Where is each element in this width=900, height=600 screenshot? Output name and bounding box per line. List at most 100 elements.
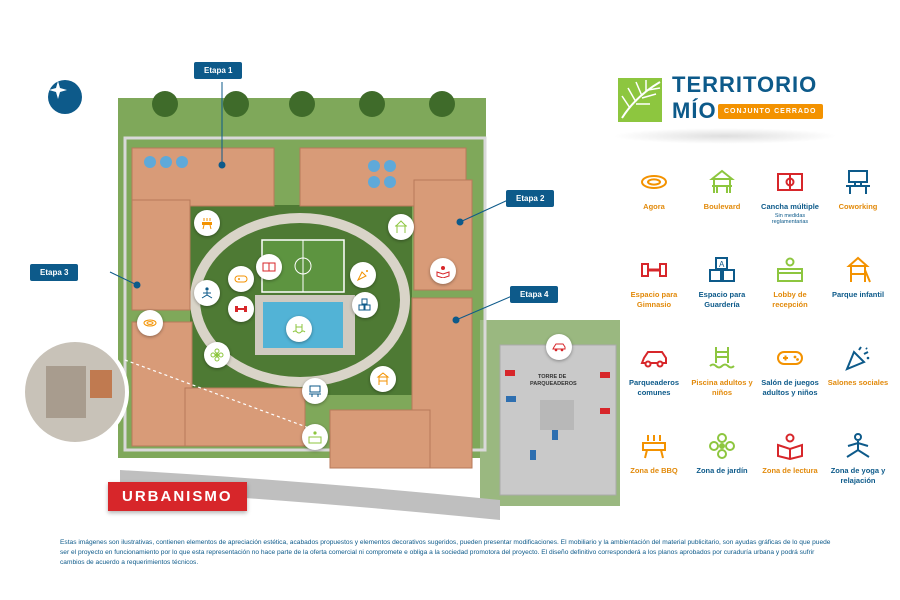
map-pin-bbq[interactable] [194,210,220,236]
legend-item-parking: Parqueaderos comunes [620,344,688,432]
dumbbell-icon [641,263,667,277]
palm-leaf-logo-icon [618,78,662,122]
car-icon [640,351,667,368]
site-plan-map: TORRE DE PARQUEADEROS Etapa 1 Etapa 2 Et… [21,62,620,520]
legend-item-boulevard: Boulevard [688,168,756,256]
reading-icon [777,433,803,460]
legal-disclaimer: Estas imágenes son ilustrativas, contien… [60,539,831,567]
map-pin-garden[interactable] [204,342,230,368]
legend-item-nursery: A Espacio para Guardería [688,256,756,344]
gamepad-icon [777,351,803,365]
flower-icon [709,433,735,459]
bbq-grill-icon [642,435,666,459]
map-pin-lobby[interactable] [302,424,328,450]
yoga-icon [201,287,213,299]
legend-sublabel: Sin medidas reglamentarias [771,212,809,226]
brand-logo: TERRITORIO MÍO CONJUNTO CERRADO [616,72,836,132]
map-pin-nursery[interactable] [352,292,378,318]
legend-label: Lobby de recepción [772,290,808,309]
yoga-icon [846,433,870,458]
legend-label: Zona de BBQ [630,466,678,475]
dumbbell-icon [235,306,247,312]
brand-name-line1: TERRITORIO [672,72,818,97]
reception-desk-icon [777,257,803,282]
residential-buildings [131,147,473,469]
reception-desk-icon [308,431,322,444]
legend-label: Parque infantil [831,290,885,299]
stage-leader-lines [109,82,513,324]
legend-item-coworking: Coworking [824,168,892,256]
legend-item-pool: Piscina adultos y niños [688,344,756,432]
map-pin-soccer[interactable] [256,254,282,280]
map-pin-parking[interactable] [546,334,572,360]
abc-blocks-icon [358,298,371,311]
map-pin-pool[interactable] [286,316,312,342]
legend-item-social-rooms: Salones sociales [824,344,892,432]
legend-item-lobby: Lobby de recepción [756,256,824,344]
legend-label: Salón de juegos adultos y niños [761,378,819,397]
tree-row [152,91,455,117]
flower-icon [210,348,224,362]
legend-label: Piscina adultos y niños [691,378,753,397]
legend-label: Agora [643,202,665,211]
coworking-icon [846,170,870,194]
legend-label: Parqueaderos comunes [628,378,680,397]
brand-name-line2: MÍO [672,98,717,123]
map-pin-agora[interactable] [137,310,163,336]
legend-label: Boulevard [703,202,741,211]
perimeter-wall [123,136,487,452]
map-pin-yoga[interactable] [194,280,220,306]
legend-item-gym: Espacio para Gimnasio [620,256,688,344]
coworking-icon [309,385,321,397]
boulevard-icon [394,220,408,233]
legend-label: Espacio para Guardería [698,290,746,309]
roof-terrace-umbrellas [144,156,396,188]
legend-label: Cancha múltiple [761,202,819,211]
section-badge: URBANISMO [108,482,247,511]
legend-item-garden: Zona de jardín [688,432,756,520]
legend-label: Zona de lectura [762,466,818,475]
courtyard-path [190,213,410,387]
tower-label-line1: TORRE DE [538,374,567,380]
legend-item-soccer-field: Cancha múltiple Sin medidas reglamentari… [756,168,824,256]
stage-tag-3: Etapa 3 [30,264,79,281]
logo-shadow [612,128,838,144]
parking-tower [540,400,574,430]
celebration-icon [845,346,870,371]
playground-icon [376,372,390,385]
map-pin-playground[interactable] [370,366,396,392]
legend-item-game-room: Salón de juegos adultos y niños [756,344,824,432]
soccer-field-icon [262,262,276,272]
amenities-legend: Agora Boulevard Cancha múltiple Sin medi… [620,168,892,518]
brand-tagline: CONJUNTO CERRADO [718,104,823,119]
pool-icon [709,347,735,369]
map-pin-coworking[interactable] [302,378,328,404]
bbq-grill-icon [202,218,212,230]
map-pin-gamepad[interactable] [228,266,254,292]
stage-tag-4: Etapa 4 [510,286,559,303]
soccer-field-icon [777,173,803,191]
car-icon [552,343,566,352]
map-pin-social[interactable] [350,262,376,288]
zoom-guide [124,359,321,433]
legend-item-yoga: Zona de yoga y relajación [824,432,892,520]
legend-item-reading: Zona de lectura [756,432,824,520]
map-pin-boulevard[interactable] [388,214,414,240]
parked-cars [505,370,610,460]
gamepad-icon [234,275,248,283]
stage-tag-2: Etapa 2 [506,190,555,207]
legend-item-playground: Parque infantil [824,256,892,344]
legend-label: Zona de jardín [696,466,748,475]
agora-icon [641,175,667,189]
legend-label: Salones sociales [827,378,889,387]
map-pin-reading[interactable] [430,258,456,284]
compass-icon [48,80,82,114]
reading-icon [436,266,450,278]
tower-label-line2: PARQUEADEROS [530,381,577,387]
stage-tag-1: Etapa 1 [194,62,243,79]
boulevard-icon [709,169,735,193]
agora-icon [143,319,157,327]
map-pin-gym[interactable] [228,296,254,322]
legend-label: Coworking [838,202,878,211]
